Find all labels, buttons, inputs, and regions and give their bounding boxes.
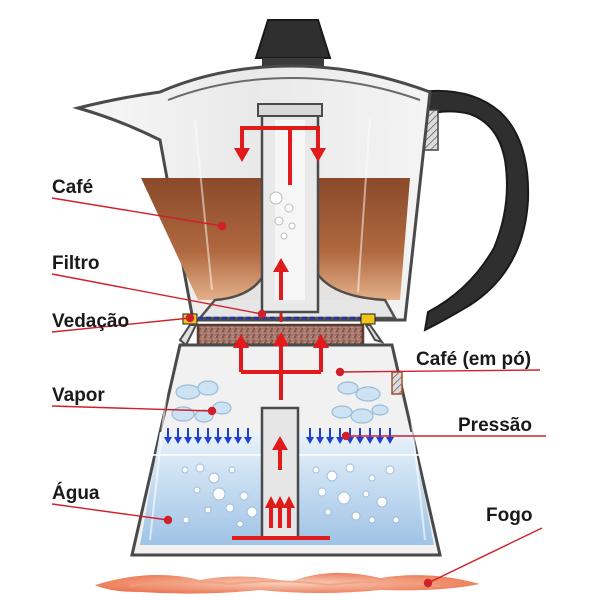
pressure-arrows <box>164 428 394 444</box>
leader-lines <box>51 197 546 588</box>
steam-cloud-icon <box>171 380 389 424</box>
bubble-icon <box>236 520 244 528</box>
bubble-icon <box>392 516 400 524</box>
bubbles <box>181 463 400 528</box>
label-vedacao: Vedação <box>52 311 130 332</box>
label-pressao: Pressão <box>458 415 532 436</box>
pressure-arrow-icon <box>306 428 314 444</box>
bubble-icon <box>376 496 388 508</box>
pressure-arrow-icon <box>224 428 232 444</box>
bubble-icon <box>368 474 376 482</box>
label-vapor: Vapor <box>52 385 105 406</box>
bubble-icon <box>228 466 236 474</box>
bubble-icon <box>239 491 249 501</box>
coffee-bubbles <box>269 191 296 240</box>
flow-arrow-icon <box>273 258 289 300</box>
bubble-icon <box>351 511 361 521</box>
flow-arrow-icon <box>234 126 326 185</box>
flow-arrow-icon <box>232 436 330 540</box>
bubble-icon <box>225 503 235 513</box>
bubble-icon <box>182 516 190 524</box>
flow-arrow-icon <box>233 313 329 400</box>
handle <box>418 89 530 332</box>
bubble-icon <box>317 487 327 497</box>
bubble-icon <box>362 490 370 498</box>
bubble-icon <box>204 506 212 514</box>
bubble-icon <box>246 506 258 518</box>
lid-knob <box>254 19 332 68</box>
bubble-icon <box>324 508 332 516</box>
pressure-arrow-icon <box>214 428 222 444</box>
seal-right <box>360 313 376 325</box>
flame-icon <box>95 572 480 594</box>
pressure-arrow-icon <box>244 428 252 444</box>
label-fogo: Fogo <box>486 505 533 526</box>
pressure-arrow-icon <box>234 428 242 444</box>
pressure-arrow-icon <box>194 428 202 444</box>
pressure-arrow-icon <box>184 428 192 444</box>
bubble-icon <box>181 466 189 474</box>
fire <box>95 572 480 594</box>
flow-arrows <box>232 126 330 540</box>
pressure-arrow-icon <box>174 428 182 444</box>
label-agua: Água <box>52 483 100 504</box>
bubble-icon <box>193 486 201 494</box>
label-filtro: Filtro <box>52 253 100 274</box>
pressure-arrow-icon <box>326 428 334 444</box>
bubble-icon <box>385 465 395 475</box>
bubble-icon <box>326 470 338 482</box>
upper-chamber <box>72 64 432 322</box>
bubble-icon <box>368 516 376 524</box>
bubble-icon <box>195 463 205 473</box>
bubble-icon <box>312 466 320 474</box>
pressure-arrow-icon <box>164 428 172 444</box>
label-cafe: Café <box>52 177 94 198</box>
bubble-icon <box>337 491 351 505</box>
label-cafe-em-po: Café (em pó) <box>416 349 532 370</box>
bubble-icon <box>208 472 220 484</box>
pressure-arrow-icon <box>336 428 344 444</box>
pressure-arrow-icon <box>316 428 324 444</box>
steam-clouds <box>171 380 389 424</box>
pressure-arrow-icon <box>204 428 212 444</box>
bubble-icon <box>345 463 355 473</box>
bubble-icon <box>212 487 226 501</box>
